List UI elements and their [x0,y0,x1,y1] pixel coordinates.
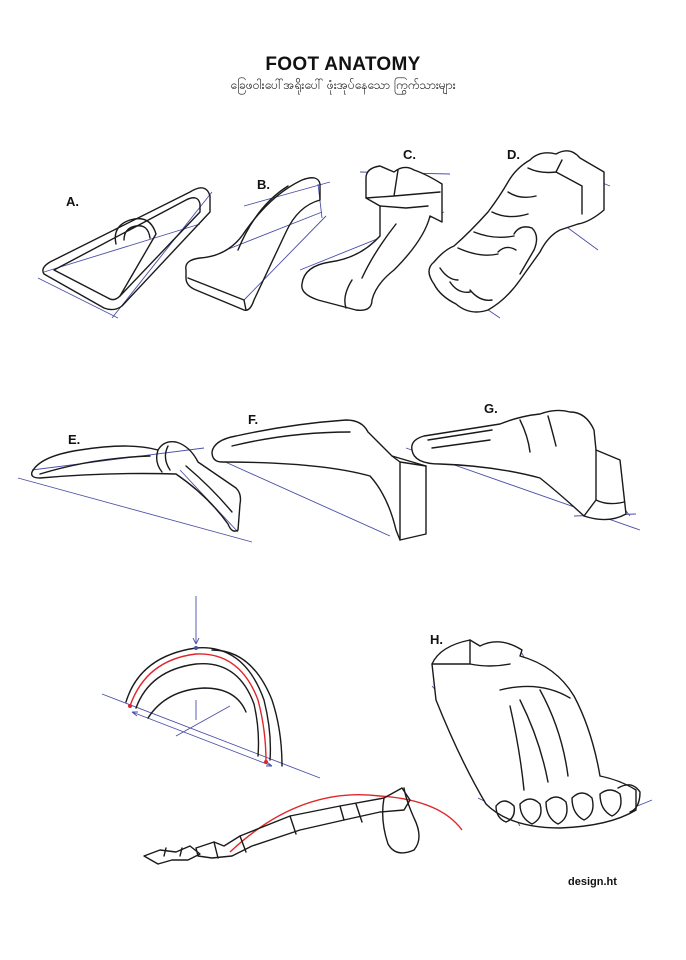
figure-c-drawing [300,166,450,310]
figure-d-drawing [429,151,610,318]
figure-f-label: F. [248,412,258,427]
figure-g-label: G. [484,401,498,416]
figure-h-drawing [432,640,652,828]
figure-b-label: B. [257,177,270,192]
figure-f-drawing [212,420,426,540]
figure-g-drawing [406,410,640,530]
figure-arch-drawing [102,596,320,778]
figure-h-label: H. [430,632,443,647]
figure-a-label: A. [66,194,79,209]
credit-text: design.ht [568,876,617,888]
figure-c-label: C. [403,147,416,162]
figure-skeleton-drawing [144,788,462,864]
figure-d-label: D. [507,147,520,162]
figure-e-label: E. [68,432,80,447]
figure-a-drawing [38,188,212,318]
